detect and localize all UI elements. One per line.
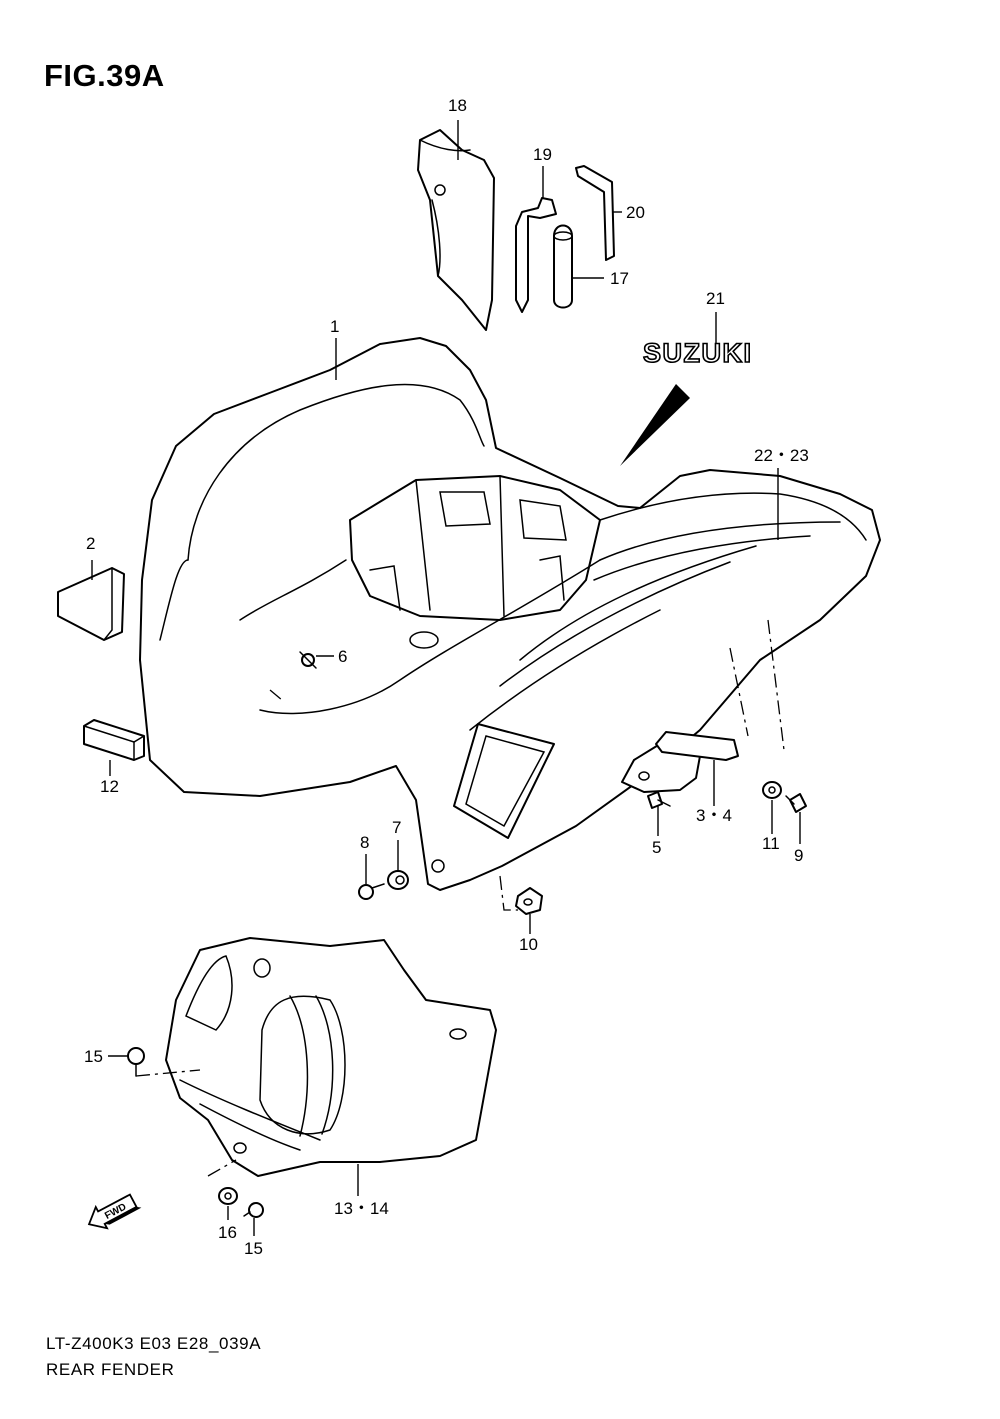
callout-16: 16 <box>218 1223 237 1242</box>
part-8-screw[interactable] <box>358 883 385 900</box>
part-3-4-bracket[interactable] <box>621 731 739 793</box>
callout-9: 9 <box>794 846 803 865</box>
callout-8: 8 <box>360 833 369 852</box>
part-10-nut[interactable] <box>515 887 543 915</box>
part-7-grommet[interactable] <box>387 870 409 890</box>
part-15b-screw[interactable] <box>243 1202 264 1218</box>
part-18-tool-bag[interactable] <box>417 129 495 331</box>
callout-21: 21 <box>706 289 725 308</box>
callout-5: 5 <box>652 838 661 857</box>
callout-12: 12 <box>100 777 119 796</box>
part-12-cushion[interactable] <box>83 719 145 761</box>
part-2-pad[interactable] <box>57 567 125 641</box>
suzuki-decal-text: SUZUKI <box>643 338 753 368</box>
part-15a-screw[interactable] <box>127 1047 145 1077</box>
callout-1: 1 <box>330 317 339 336</box>
part-11-washer[interactable] <box>762 781 782 799</box>
callouts: 18 19 20 17 21 1 22・23 2 6 12 3・4 7 8 11… <box>84 96 809 1258</box>
callout-15b: 15 <box>244 1239 263 1258</box>
callout-6: 6 <box>338 647 347 666</box>
leader-lines <box>91 120 801 1236</box>
callout-22-23: 22・23 <box>754 446 809 465</box>
callout-15a: 15 <box>84 1047 103 1066</box>
callout-10: 10 <box>519 935 538 954</box>
callout-17: 17 <box>610 269 629 288</box>
figure-model-code: LT-Z400K3 E03 E28_039A <box>46 1334 262 1353</box>
callout-11: 11 <box>762 834 780 853</box>
part-20-hex-wrench[interactable] <box>575 165 615 261</box>
figure-title: FIG.39A <box>44 58 165 93</box>
callout-7: 7 <box>392 818 401 837</box>
callout-13-14: 13・14 <box>334 1199 389 1218</box>
part-9-bolt[interactable] <box>785 793 807 813</box>
part-21-decal[interactable]: SUZUKI <box>642 337 753 369</box>
callout-20: 20 <box>626 203 645 222</box>
decal-location-arrow <box>620 384 690 466</box>
part-5-bolt[interactable] <box>647 791 671 809</box>
fwd-direction-marker: FWD <box>87 1193 142 1230</box>
part-13-14-mud-guard[interactable] <box>165 937 497 1177</box>
callout-19: 19 <box>533 145 552 164</box>
part-6-screw[interactable] <box>299 651 317 669</box>
callout-3-4: 3・4 <box>696 806 732 825</box>
callout-18: 18 <box>448 96 467 115</box>
part-1-rear-fender[interactable] <box>139 337 881 891</box>
figure-name: REAR FENDER <box>46 1360 175 1379</box>
part-16-washer[interactable] <box>218 1187 238 1205</box>
part-17-plug[interactable] <box>553 224 573 309</box>
part-19-spanner[interactable] <box>515 197 557 313</box>
callout-2: 2 <box>86 534 95 553</box>
